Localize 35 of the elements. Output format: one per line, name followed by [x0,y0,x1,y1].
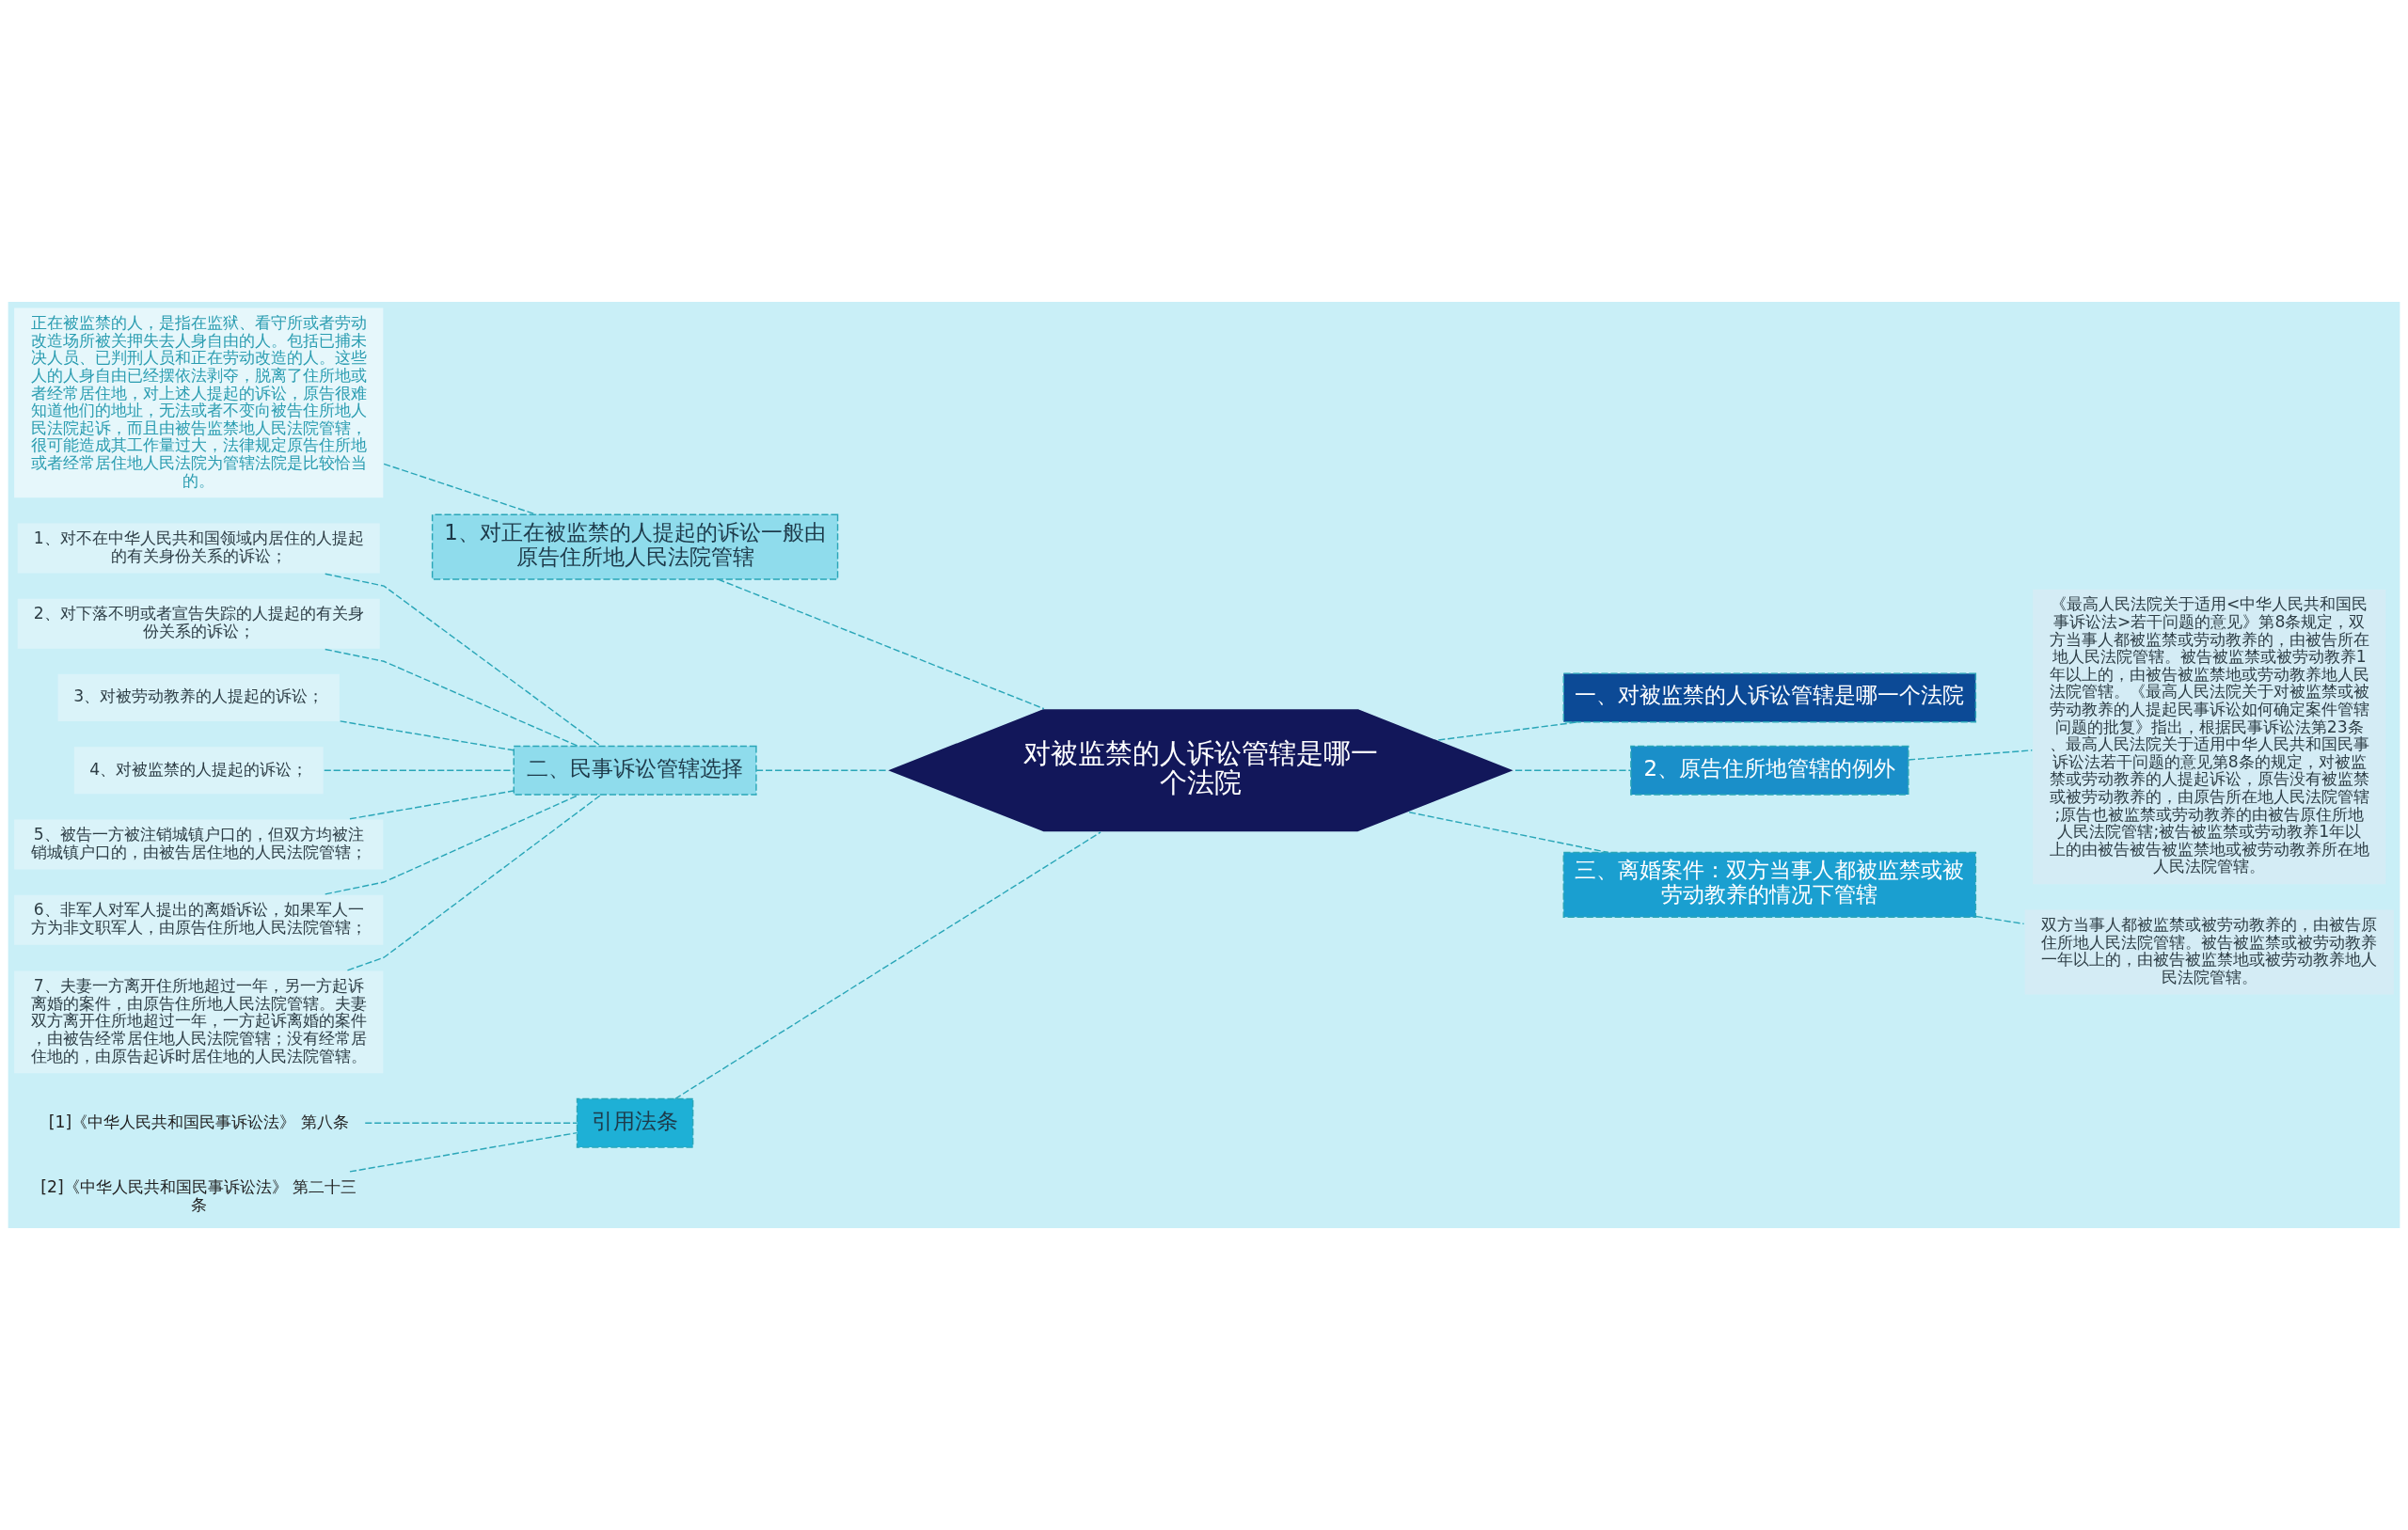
connector [1514,769,1632,771]
node-box: 6、非军人对军人提出的离婚诉讼，如果军人一方为非文职军人，由原告住所地人民法院管辖； [12,893,385,947]
node-text: [1]《中华人民共和国民事诉讼法》 第八条 [48,1112,349,1131]
node-box: 正在被监禁的人，是指在监狱、看守所或者劳动改造场所被关押失去人身自由的人。包括已捕未决人员、已判刑人员和正在劳动改造的人。这些人的人身自由已经摆依法剥夺，脱离了住所地或者经常居住地，对上述人提起的诉讼，原告很难知道他们的地址，无法或者不变向被告住所地人民法院起诉，而且由被告监禁地人民法院管辖，很可能造成其工作量过大，法律规定原告住所地或者经常居住地人民法院为管辖法院是比较恰当的。 [12,307,385,499]
connector [325,648,578,747]
node-box: 引用法条 [576,1097,694,1148]
node-box: 5、被告一方被注销城镇户口的，但双方均被注销城镇户口的，由被告居住地的人民法院管辖； [12,818,385,871]
connector [349,1131,578,1173]
connector [1408,812,1609,854]
node-box: 一、对被监禁的人诉讼管辖是哪一个法院 [1562,672,1977,723]
connector [346,794,602,971]
node-box: 双方当事人都被监禁或被劳动教养的，由被告原住所地人民法院管辖。被告被监禁或被劳动教养一年以上的，由被告被监禁地或被劳动教养地人民法院管辖。 [2023,907,2396,997]
node-box: 3、对被劳动教养的人提起的诉讼； [56,672,341,723]
node-box: 7、夫妻一方离开住所地超过一年，另一方起诉离婚的案件，由原告住所地人民法院管辖。夫妻双方离开住所地超过一年，一方起诉离婚的案件，由被告经常居住地人民法院管辖；没有经常居住地的，由原告起诉时居住地的人民法院管辖。 [12,970,385,1075]
connector [325,794,580,895]
node-box: 1、对正在被监禁的人提起的诉讼一般由原告住所地人民法院管辖 [431,513,839,580]
node-text: [2]《中华人民共和国民事诉讼法》 第二十三条 [40,1177,357,1214]
node-box: 2、对下落不明或者宣告失踪的人提起的有关身份关系的诉讼； [16,597,382,651]
node-box: 二、民事诉讼管辖选择 [513,745,757,796]
node-box: 2、原告住所地管辖的例外 [1630,745,1909,796]
connector [349,790,515,820]
connector [755,769,887,771]
connector [324,769,515,771]
connector [673,831,1101,1100]
node-box: 《最高人民法院关于适用<中华人民共和国民事诉讼法>若干问题的意见》第8条规定，双方当事人都被监禁或劳动教养的，由被告所在地人民法院管辖。被告被监禁或被劳动教养1年以上的，由被告被监禁地或劳动教养地人民法院管辖。《最高人民法院关于对被监禁或被劳动教养的人提起民事诉讼如何确定案件管辖问题的批复》指出，根据民事诉讼法第23条、最高人民法院关于适用中华人民共和国民事诉讼法若干问题的意见第8条的规定，对被监禁或劳动教养的人提起诉讼，原告没有被监禁或被劳动教养的，由原告所在地人民法院管辖;原告也被监禁或劳动教养的由被告原住所地人民法院管辖;被告被监禁或劳动教养1年以上的由被告被告被监禁地或被劳动教养所在地人民法院管辖。 [2031,588,2387,886]
connector [325,573,602,747]
connector [364,1122,578,1125]
connector [339,720,515,751]
node-box: 4、对被监禁的人提起的诉讼； [72,745,325,796]
connector [717,578,1045,710]
connector [1975,915,2025,925]
connector [1908,749,2034,761]
node-box: 三、离婚案件：双方当事人都被监禁或被劳动教养的情况下管辖 [1562,851,1977,918]
node-box: 1、对不在中华人民共和国领域内居住的人提起的有关身份关系的诉讼； [16,522,382,575]
connector [1437,721,1580,741]
